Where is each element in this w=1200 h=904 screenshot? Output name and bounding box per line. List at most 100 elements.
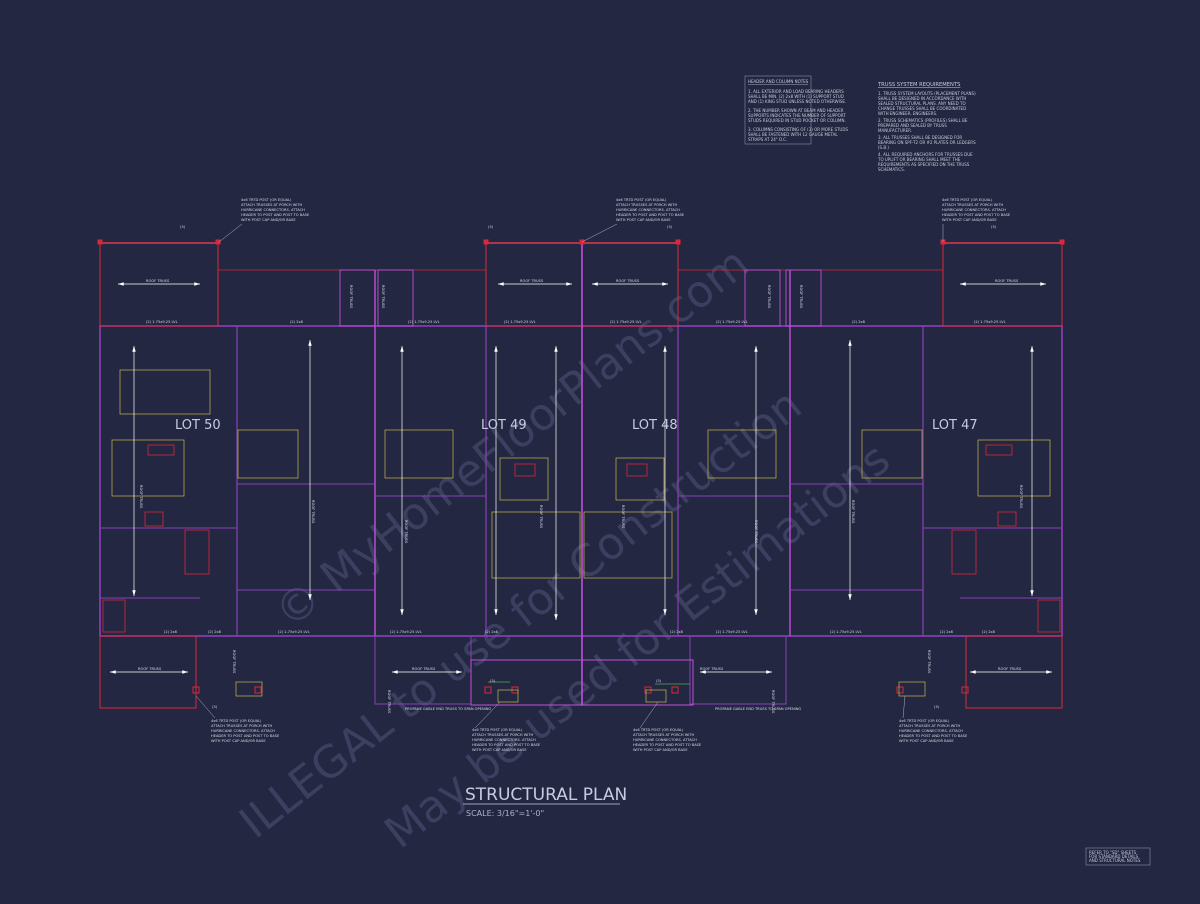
roof-truss-label: ROOF TRUSS — [139, 485, 143, 509]
arrow-head — [494, 609, 498, 615]
svg-text:HEADER TO POST AND POST TO BAS: HEADER TO POST AND POST TO BASE — [942, 213, 1011, 217]
lot-label-48: LOT 48 — [632, 418, 678, 433]
arrow-head — [554, 346, 558, 352]
header-notes-title: HEADER AND COLUMN NOTES — [748, 79, 809, 84]
roof-truss-label: ROOF TRUSS — [232, 650, 236, 674]
plan-title: STRUCTURAL PLAN — [465, 785, 627, 805]
roof-truss-label: ROOF TRUSS — [767, 285, 771, 309]
svg-text:ATTACH TRUSSES AT PORCH WITH: ATTACH TRUSSES AT PORCH WITH — [616, 203, 678, 207]
roof-truss-label: ROOF TRUSS — [927, 650, 931, 674]
truss-note-line: MANUFACTURER. — [878, 128, 912, 133]
fixture-outline — [384, 429, 454, 479]
column-label: (3) — [991, 225, 997, 229]
column-label: (3) — [180, 225, 186, 229]
roof-truss-label: ROOF TRUSS — [754, 520, 758, 544]
leader-line — [902, 695, 906, 719]
beam-label: (2) 1.75x9.25 LVL — [504, 320, 536, 324]
reference-note-line: FOR STANDARD DETAILS — [1089, 854, 1139, 859]
svg-text:HEADER TO POST AND POST TO BAS: HEADER TO POST AND POST TO BASE — [211, 734, 280, 738]
svg-text:HURRICANE CONNECTORS. ATTACH: HURRICANE CONNECTORS. ATTACH — [616, 208, 680, 212]
svg-text:HURRICANE CONNECTORS. ATTACH: HURRICANE CONNECTORS. ATTACH — [211, 729, 275, 733]
svg-text:HEADER TO POST AND POST TO BAS: HEADER TO POST AND POST TO BASE — [241, 213, 310, 217]
plan-scale: SCALE: 3/16"=1'-0" — [466, 809, 544, 818]
truss-note-line: TO UPLIFT OR BEARING SHALL MEET THE — [877, 157, 961, 162]
beam-label: (2) 1.75x9.25 LVL — [610, 320, 642, 324]
svg-text:WITH POST CAP AND/OR BASE: WITH POST CAP AND/OR BASE — [472, 748, 527, 752]
header-label: (2) 2x8 — [852, 320, 866, 324]
post-callout: 4x6 TRTD POST (OR EQUAL) ATTACH TRUSSES … — [616, 198, 685, 222]
svg-text:HEADER TO POST AND POST TO BAS: HEADER TO POST AND POST TO BASE — [616, 213, 685, 217]
appliance — [626, 463, 648, 477]
svg-text:4x6 TRTD POST (OR EQUAL): 4x6 TRTD POST (OR EQUAL) — [616, 198, 667, 202]
roof-truss-label: ROOF TRUSS — [381, 285, 385, 309]
fixture-outline — [119, 369, 211, 415]
fixture-outline — [583, 511, 673, 579]
header-label: (2) 2x8 — [485, 630, 499, 634]
arrow-head — [498, 282, 504, 286]
arrow-head — [1046, 670, 1052, 674]
arrow-head — [194, 282, 200, 286]
svg-text:HEADER TO POST AND POST TO BAS: HEADER TO POST AND POST TO BASE — [472, 743, 541, 747]
header-label: (2) 2x8 — [290, 320, 304, 324]
appliance — [147, 444, 175, 456]
header-label: (2) 2x8 — [670, 630, 684, 634]
column-label: (3) — [490, 679, 496, 683]
stair-closet — [744, 269, 781, 327]
fixture-outline — [707, 429, 777, 479]
column-post — [675, 239, 681, 245]
beam-label: (2) 1.75x9.25 LVL — [830, 630, 862, 634]
svg-text:HURRICANE CONNECTORS. ATTACH: HURRICANE CONNECTORS. ATTACH — [241, 208, 305, 212]
leader-line — [581, 223, 618, 243]
fixture-outline — [491, 511, 581, 579]
truss-note-line: CHANGE TRUSSES SHALL BE COORDINATED — [878, 106, 966, 111]
header-label: (2) 2x8 — [940, 630, 954, 634]
svg-text:HURRICANE CONNECTORS. ATTACH: HURRICANE CONNECTORS. ATTACH — [899, 729, 963, 733]
roof-truss-label: ROOF TRUSS — [311, 500, 315, 524]
truss-note-line: SEALED STRUCTURAL PLANS. ANY NEED TO — [878, 101, 966, 106]
truss-note-line: PREPARED AND SEALED BY TRUSS — [878, 123, 947, 128]
truss-notes-title: TRUSS SYSTEM REQUIREMENTS — [877, 82, 960, 88]
roof-truss-label: ROOF TRUSS — [851, 500, 855, 524]
roof-truss-label: ROOF TRUSS — [616, 279, 640, 283]
svg-text:PROPANE GABLE END TRUSS TO SPA: PROPANE GABLE END TRUSS TO SPAN OPENING — [405, 707, 491, 711]
truss-notes: TRUSS SYSTEM REQUIREMENTS 1. TRUSS SYSTE… — [877, 82, 976, 172]
post-callout: 4x6 TRTD POST (OR EQUAL) ATTACH TRUSSES … — [241, 198, 310, 222]
beam-label: (2) 1.75x9.25 LVL — [716, 630, 748, 634]
header-label: (2) 2x8 — [982, 630, 996, 634]
svg-text:ATTACH TRUSSES AT PORCH WITH: ATTACH TRUSSES AT PORCH WITH — [241, 203, 303, 207]
header-note-line: SHALL BE MIN. (2) 2x8 WITH (1) SUPPORT S… — [748, 94, 844, 99]
arrow-head — [566, 282, 572, 286]
beam-label: (2) 1.75x9.25 LVL — [974, 320, 1006, 324]
post-callouts: 4x6 TRTD POST (OR EQUAL) ATTACH TRUSSES … — [211, 198, 1011, 752]
roof-truss-label: ROOF TRUSS — [138, 667, 162, 671]
column-post — [1059, 239, 1065, 245]
bath-fixture — [102, 599, 126, 633]
svg-text:WITH POST CAP AND/OR BASE: WITH POST CAP AND/OR BASE — [241, 218, 296, 222]
truss-note-line: (S.B.) — [878, 145, 889, 150]
reference-note-line: AND STRUCTURAL NOTES — [1089, 858, 1141, 863]
arrow-head — [1030, 590, 1034, 596]
svg-text:HURRICANE CONNECTORS. ATTACH: HURRICANE CONNECTORS. ATTACH — [633, 738, 697, 742]
arrow-head — [663, 609, 667, 615]
svg-text:4x6 TRTD POST (OR EQUAL): 4x6 TRTD POST (OR EQUAL) — [241, 198, 292, 202]
truss-note-line: SCHEMATICS. — [878, 167, 905, 172]
svg-text:WITH POST CAP AND/OR BASE: WITH POST CAP AND/OR BASE — [211, 739, 266, 743]
roof-truss-label: ROOF TRUSS — [998, 667, 1022, 671]
roof-truss-label: ROOF TRUSS — [387, 690, 391, 714]
reference-note-line: REFER TO "SD" SHEETS — [1089, 850, 1137, 855]
stair-closet — [339, 269, 376, 327]
arrow-head — [400, 346, 404, 352]
lot-label-49: LOT 49 — [481, 418, 527, 433]
svg-text:ATTACH TRUSSES AT PORCH WITH: ATTACH TRUSSES AT PORCH WITH — [633, 733, 695, 737]
arrow-head — [308, 594, 312, 600]
arrow-head — [554, 614, 558, 620]
column-label: (3) — [212, 705, 218, 709]
leader-line — [218, 223, 243, 243]
roof-truss-label: ROOF TRUSS — [1019, 485, 1023, 509]
appliance — [144, 511, 164, 527]
beam-label: (2) 1.75x9.25 LVL — [408, 320, 440, 324]
svg-text:ATTACH TRUSSES AT PORCH WITH: ATTACH TRUSSES AT PORCH WITH — [472, 733, 534, 737]
fixture-outline — [237, 429, 299, 479]
